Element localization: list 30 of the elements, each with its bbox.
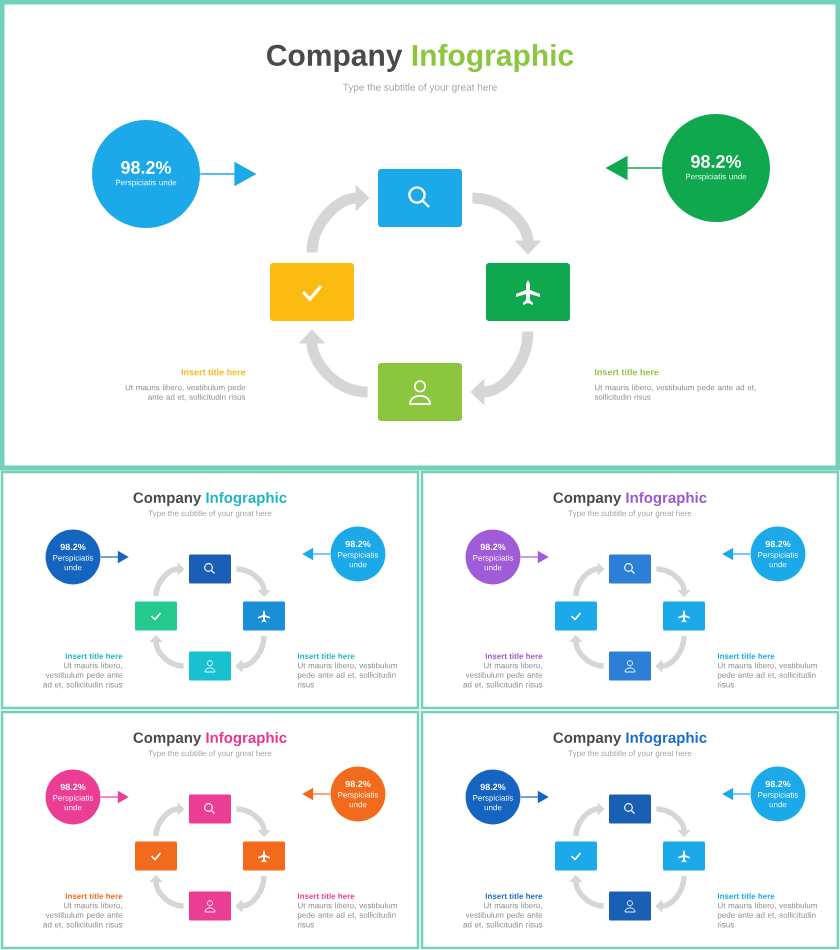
icon-box <box>486 263 570 321</box>
icon-box <box>189 794 231 824</box>
icon-box <box>609 891 651 921</box>
icon-box <box>243 601 285 631</box>
curved-arrow <box>573 562 605 597</box>
curved-arrow <box>235 635 267 673</box>
icon-box <box>609 651 651 681</box>
icon-box <box>189 554 231 584</box>
icon-box <box>663 841 705 871</box>
icon-box <box>189 891 231 921</box>
icon-box <box>243 841 285 871</box>
icon-box <box>609 554 651 584</box>
curved-arrow <box>153 802 185 837</box>
curved-arrow <box>573 802 605 837</box>
icon-box <box>555 601 597 631</box>
icon-box <box>378 363 462 421</box>
icon-box <box>609 794 651 824</box>
icon-box <box>270 263 354 321</box>
icon-box <box>135 841 177 871</box>
title-word: Company <box>267 44 403 72</box>
curved-arrow <box>655 875 687 913</box>
icon-box <box>189 651 231 681</box>
curved-arrow <box>655 635 687 673</box>
curved-arrow <box>235 875 267 913</box>
icon-box <box>555 841 597 871</box>
icon-box <box>663 601 705 631</box>
icon-box <box>378 169 462 227</box>
curved-arrow <box>153 562 185 597</box>
icon-box <box>135 601 177 631</box>
title-word: Infographic <box>412 43 574 73</box>
